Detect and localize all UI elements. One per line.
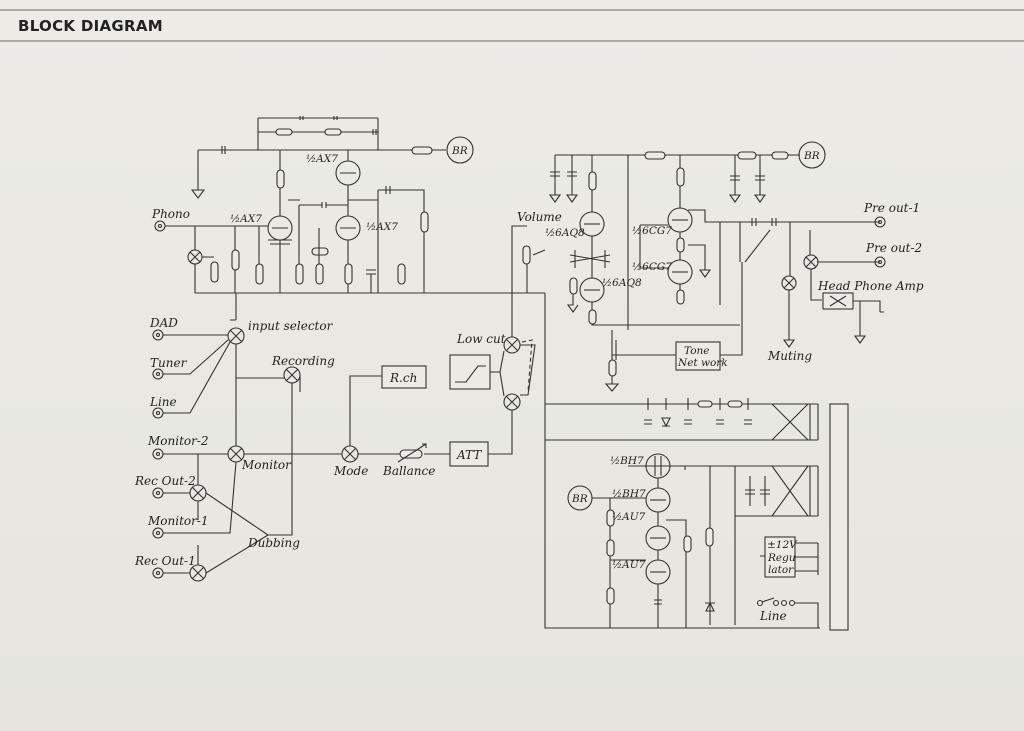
volume-label: Volume [517,210,562,224]
line-amp-section [548,141,886,392]
tube-label-bh7-top: ½BH7 [610,455,644,467]
pre-out-2-label: Pre out-2 [865,241,922,255]
phono-section [154,116,545,294]
switching-section [152,225,546,582]
monitor-label: Monitor [241,458,292,472]
monitor-2-label: Monitor-2 [147,434,209,448]
tuner-label: Tuner [150,356,188,370]
tube-label-6cg7-bottom: ½6CG7 [632,261,672,273]
regulator-label-line3: lator [768,564,794,576]
rec-out-1-label: Rec Out-1 [134,554,196,568]
dad-label: DAD [149,316,178,330]
tube-label-6aq8-top: ½6AQ8 [545,227,585,239]
tube-label-6aq8-bottom: ½6AQ8 [602,277,642,289]
header-rule-top [0,9,1024,11]
monitor-1-label: Monitor-1 [147,514,209,528]
recording-label: Recording [271,354,335,368]
input-selector-label: input selector [248,319,334,333]
dubbing-label: Dubbing [247,536,300,550]
tube-label-ax7-top: ½AX7 [306,153,338,165]
br-lower-label: BR [571,493,588,505]
tone-network-label-line2: Net work [677,357,728,369]
rec-out-2-label: Rec Out-2 [134,474,196,488]
tube-label-au7-bottom: ½AU7 [612,559,646,571]
regulator-label-line2: Regu [767,552,796,564]
line-input-label: Line [149,395,177,409]
rch-label: R.ch [389,371,417,385]
regulator-label-line1: ±12V [767,539,798,551]
tube-label-6cg7-top: ½6CG7 [632,225,672,237]
tube-label-au7-top: ½AU7 [612,511,646,523]
pre-out-1-label: Pre out-1 [863,201,920,215]
mode-label: Mode [333,464,368,478]
tube-label-ax7-left: ½AX7 [230,213,262,225]
page-title: BLOCK DIAGRAM [18,17,164,35]
head-phone-amp-label: Head Phone Amp [817,279,924,293]
ballance-label: Ballance [382,464,435,478]
tube-label-ax7-right: ½AX7 [366,221,398,233]
phono-label: Phono [151,207,190,221]
power-supply-section [544,293,849,631]
br-right-label: BR [803,150,820,162]
tone-network-label-line1: Tone [684,345,710,357]
header-rule-bottom [0,40,1024,42]
att-label: ATT [456,448,482,462]
line-power-label: Line [759,609,787,623]
muting-label: Muting [767,349,812,363]
low-cut-label: Low cut [456,332,506,346]
br-top-label: BR [451,145,468,157]
tube-label-bh7-bottom: ½BH7 [612,488,646,500]
